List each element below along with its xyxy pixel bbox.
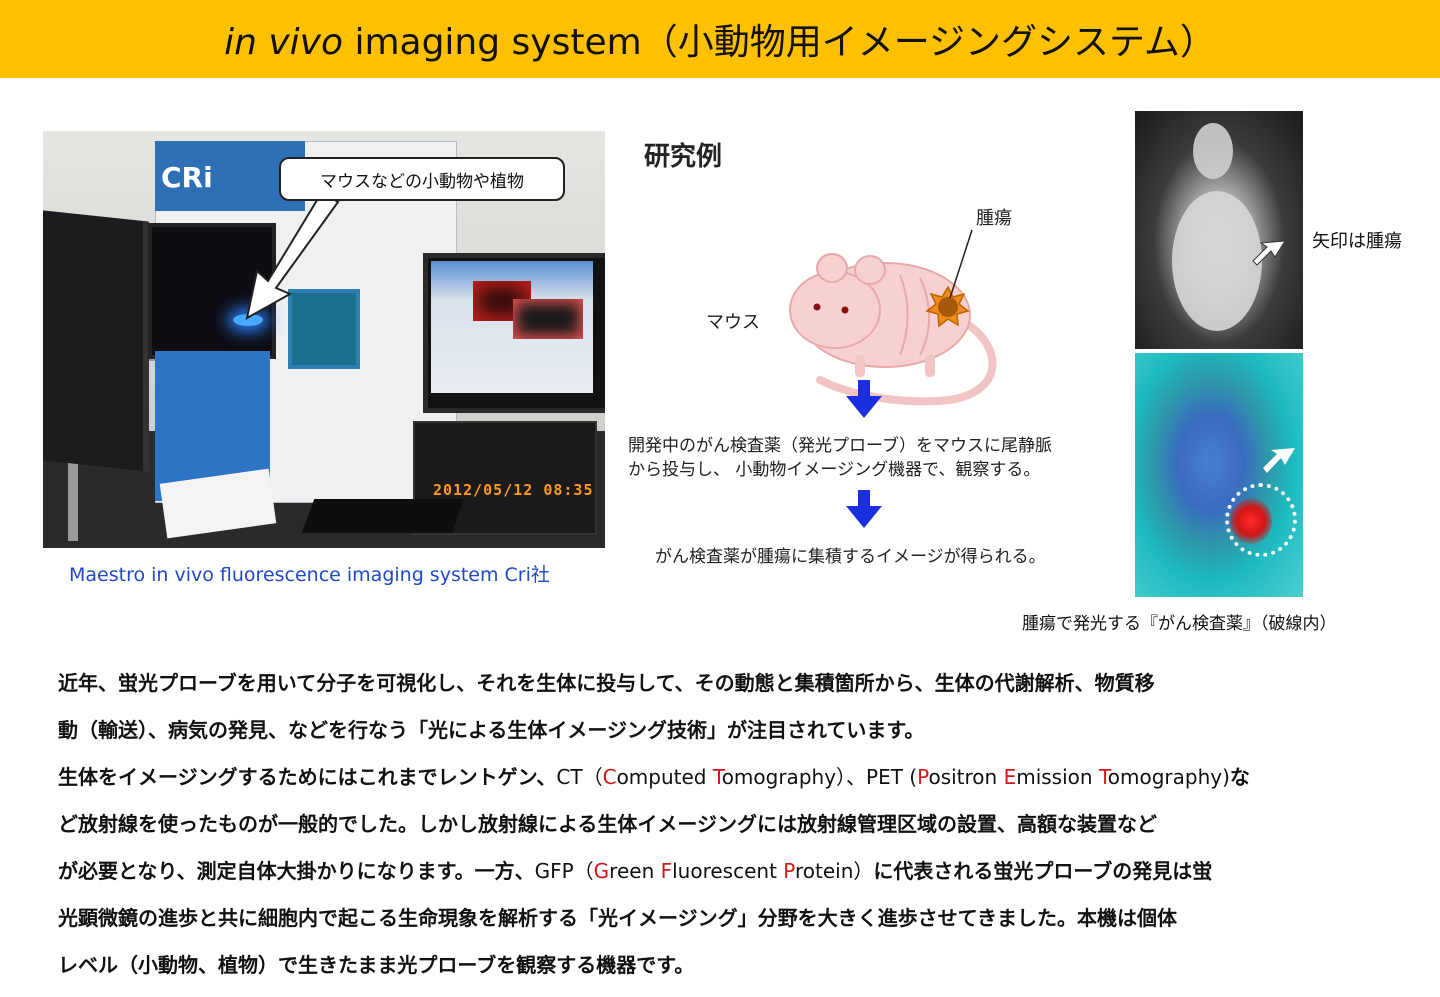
label-mouse: マウス xyxy=(706,312,760,333)
mouse-leg xyxy=(855,355,865,377)
step-line: 開発中のがん検査薬（発光プローブ）をマウスに尾静脈 xyxy=(628,436,1052,456)
text-span: な xyxy=(1229,765,1250,789)
highlight-letter: P xyxy=(917,765,929,789)
mouse-fold xyxy=(899,274,909,356)
text-span: omputed xyxy=(616,765,713,789)
text-span: が必要となり、測定自体大掛かりになります。一方、 xyxy=(58,859,535,883)
mouse-eye xyxy=(841,306,849,314)
label-tumor: 腫瘍 xyxy=(976,208,1012,229)
paragraph-line: 動（輸送）、病気の発見、などを行なう「光による生体イメージング技術」が注目されて… xyxy=(58,718,925,742)
text-span: GFP（ xyxy=(534,859,594,883)
mouse-leg xyxy=(925,355,935,377)
title-rest: imaging system（小動物用イメージングシステム） xyxy=(343,22,1216,63)
text-span: reen xyxy=(609,859,661,883)
photo-control-panel xyxy=(288,289,360,369)
mouse-silhouette xyxy=(1172,123,1286,331)
text-span: luorescent xyxy=(672,859,784,883)
mouse-diagram xyxy=(789,229,997,528)
text-span: に代表される蛍光プローブの発見は蛍 xyxy=(873,859,1213,883)
text-span: 生体をイメージングするためにはこれまでレントゲン、 xyxy=(58,765,557,789)
photo-caption: Maestro in vivo fluorescence imaging sys… xyxy=(69,564,550,586)
tumor-icon xyxy=(925,285,970,328)
arrow-icon xyxy=(1252,240,1286,266)
callout-box: マウスなどの小動物や植物 xyxy=(279,157,565,201)
step-line: から投与し、 小動物イメージング機器で、観察する。 xyxy=(628,460,1041,480)
title-italic: in vivo xyxy=(224,22,343,63)
photo-imaging-chamber xyxy=(148,223,276,359)
result-description: がん検査薬が腫瘍に集積するイメージが得られる。 xyxy=(655,547,1046,567)
dashed-ring xyxy=(1225,483,1297,557)
photo-open-door xyxy=(43,210,149,472)
mouse-tail xyxy=(816,316,997,406)
photo-specimen-glow xyxy=(233,314,263,326)
paragraph-line: 光顕微鏡の進歩と共に細胞内で起こる生命現象を解析する「光イメージング」分野を大き… xyxy=(58,906,1177,930)
paragraph-line: 生体をイメージングするためにはこれまでレントゲン、CT（Computed Tom… xyxy=(58,754,1388,801)
arrow-down-icon xyxy=(846,490,882,528)
mouse-photo-fluorescence xyxy=(1135,353,1303,597)
photo-timestamp: 2012/05/12 08:35 xyxy=(433,481,594,499)
text-span: 、PET ( xyxy=(846,765,918,789)
step-description: 開発中のがん検査薬（発光プローブ）をマウスに尾静脈 から投与し、 小動物イメージ… xyxy=(628,434,1128,482)
arrow-down-icon xyxy=(846,380,882,418)
pet-term: 、PET (Positron Emission Tomography) xyxy=(846,765,1230,789)
text-span: omography） xyxy=(721,765,847,789)
text-span: CT（ xyxy=(556,765,603,789)
mouse-head-shape xyxy=(1193,123,1233,179)
photo-keyboard xyxy=(301,499,465,533)
highlight-letter: T xyxy=(712,765,722,789)
paragraph-line: 近年、蛍光プローブを用いて分子を可視化し、それを生体に投与して、その動態と集積箇… xyxy=(58,671,1155,695)
mouse-body-shape xyxy=(1172,191,1262,331)
text-span: rotein） xyxy=(795,859,874,883)
highlight-letter: G xyxy=(593,859,610,883)
paragraph-line: ど放射線を使ったものが一般的でした。しかし放射線による生体イメージングには放射線… xyxy=(58,812,1157,836)
mouse-fold xyxy=(919,277,930,356)
highlight-letter: C xyxy=(602,765,617,789)
paragraph-line: が必要となり、測定自体大掛かりになります。一方、GFP（Green Fluore… xyxy=(58,848,1388,895)
mouse-ear-right xyxy=(854,255,886,285)
highlight-letter: E xyxy=(1003,765,1017,789)
highlight-letter: F xyxy=(660,859,673,883)
paragraph-line: レベル（小動物、植物）で生きたまま光プローブを観察する機器です。 xyxy=(58,953,695,977)
body-text: 近年、蛍光プローブを用いて分子を可視化し、それを生体に投与して、その動態と集積箇… xyxy=(58,660,1388,989)
mouse-ear-left xyxy=(816,253,848,283)
mouse-eye xyxy=(813,303,821,311)
fluorescence-arrow xyxy=(1263,448,1295,473)
title-bar: in vivo imaging system（小動物用イメージングシステム） xyxy=(0,0,1440,78)
gfp-term: GFP（Green Fluorescent Protein） xyxy=(535,859,874,883)
page-title: in vivo imaging system（小動物用イメージングシステム） xyxy=(224,13,1216,65)
research-title: 研究例 xyxy=(644,142,723,172)
photo-screen-image-2 xyxy=(513,299,583,339)
text-span: omography) xyxy=(1107,765,1230,789)
arrow-note: 矢印は腫瘍 xyxy=(1312,231,1402,252)
arrow-icon xyxy=(1263,448,1295,473)
text-span: mission xyxy=(1016,765,1099,789)
text-span: ositron xyxy=(928,765,1004,789)
highlight-letter: P xyxy=(783,859,795,883)
ct-term: CT（Computed Tomography） xyxy=(556,765,846,789)
highlight-letter: T xyxy=(1098,765,1108,789)
tumor-pointer-line xyxy=(949,229,973,299)
mouse-photo-caption: 腫瘍で発光する『がん検査薬』（破線内） xyxy=(1022,614,1337,634)
cri-logo: CRi xyxy=(161,161,213,194)
